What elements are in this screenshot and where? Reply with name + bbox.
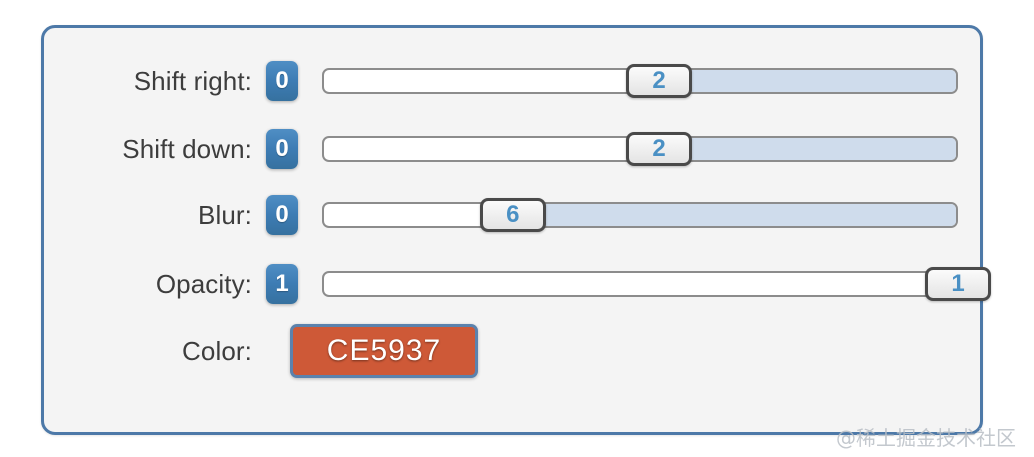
label-blur: Blur:: [198, 199, 252, 230]
setting-row-shift-down: Shift down: 0 2: [44, 126, 980, 172]
setting-row-shift-right: Shift right: 0 2: [44, 58, 980, 104]
value-badge-opacity: 1: [266, 264, 298, 304]
setting-row-blur: Blur: 0 6: [44, 192, 980, 238]
slider-fill-blur: [513, 204, 956, 226]
label-shift-right: Shift right:: [133, 65, 252, 96]
slider-thumb-shift-down[interactable]: 2: [626, 132, 693, 166]
slider-thumb-blur[interactable]: 6: [479, 198, 546, 232]
slider-fill-shift-right: [658, 70, 956, 92]
label-opacity: Opacity:: [155, 268, 252, 299]
shadow-settings-panel: Shift right: 0 2 Shift down: 0 2 Blur: 0…: [41, 25, 991, 435]
slider-track-blur[interactable]: [322, 202, 958, 228]
setting-row-opacity: Opacity: 1 1: [44, 261, 991, 307]
label-shift-down: Shift down:: [122, 133, 252, 164]
slider-shift-right[interactable]: 2: [322, 64, 958, 98]
slider-track-opacity[interactable]: [322, 271, 958, 297]
slider-shift-down[interactable]: 2: [322, 132, 958, 166]
setting-row-color: Color: CE5937: [44, 324, 980, 378]
label-color: Color:: [182, 335, 252, 366]
color-swatch-button[interactable]: CE5937: [290, 324, 478, 378]
value-badge-blur: 0: [266, 195, 298, 235]
watermark-text: @稀土掘金技术社区: [836, 426, 1016, 450]
slider-opacity[interactable]: 1: [322, 267, 991, 301]
value-badge-shift-right: 0: [266, 61, 298, 101]
slider-thumb-opacity[interactable]: 1: [925, 267, 991, 301]
slider-fill-shift-down: [658, 138, 956, 160]
slider-blur[interactable]: 6: [322, 198, 958, 232]
slider-thumb-shift-right[interactable]: 2: [626, 64, 693, 98]
value-badge-shift-down: 0: [266, 129, 298, 169]
